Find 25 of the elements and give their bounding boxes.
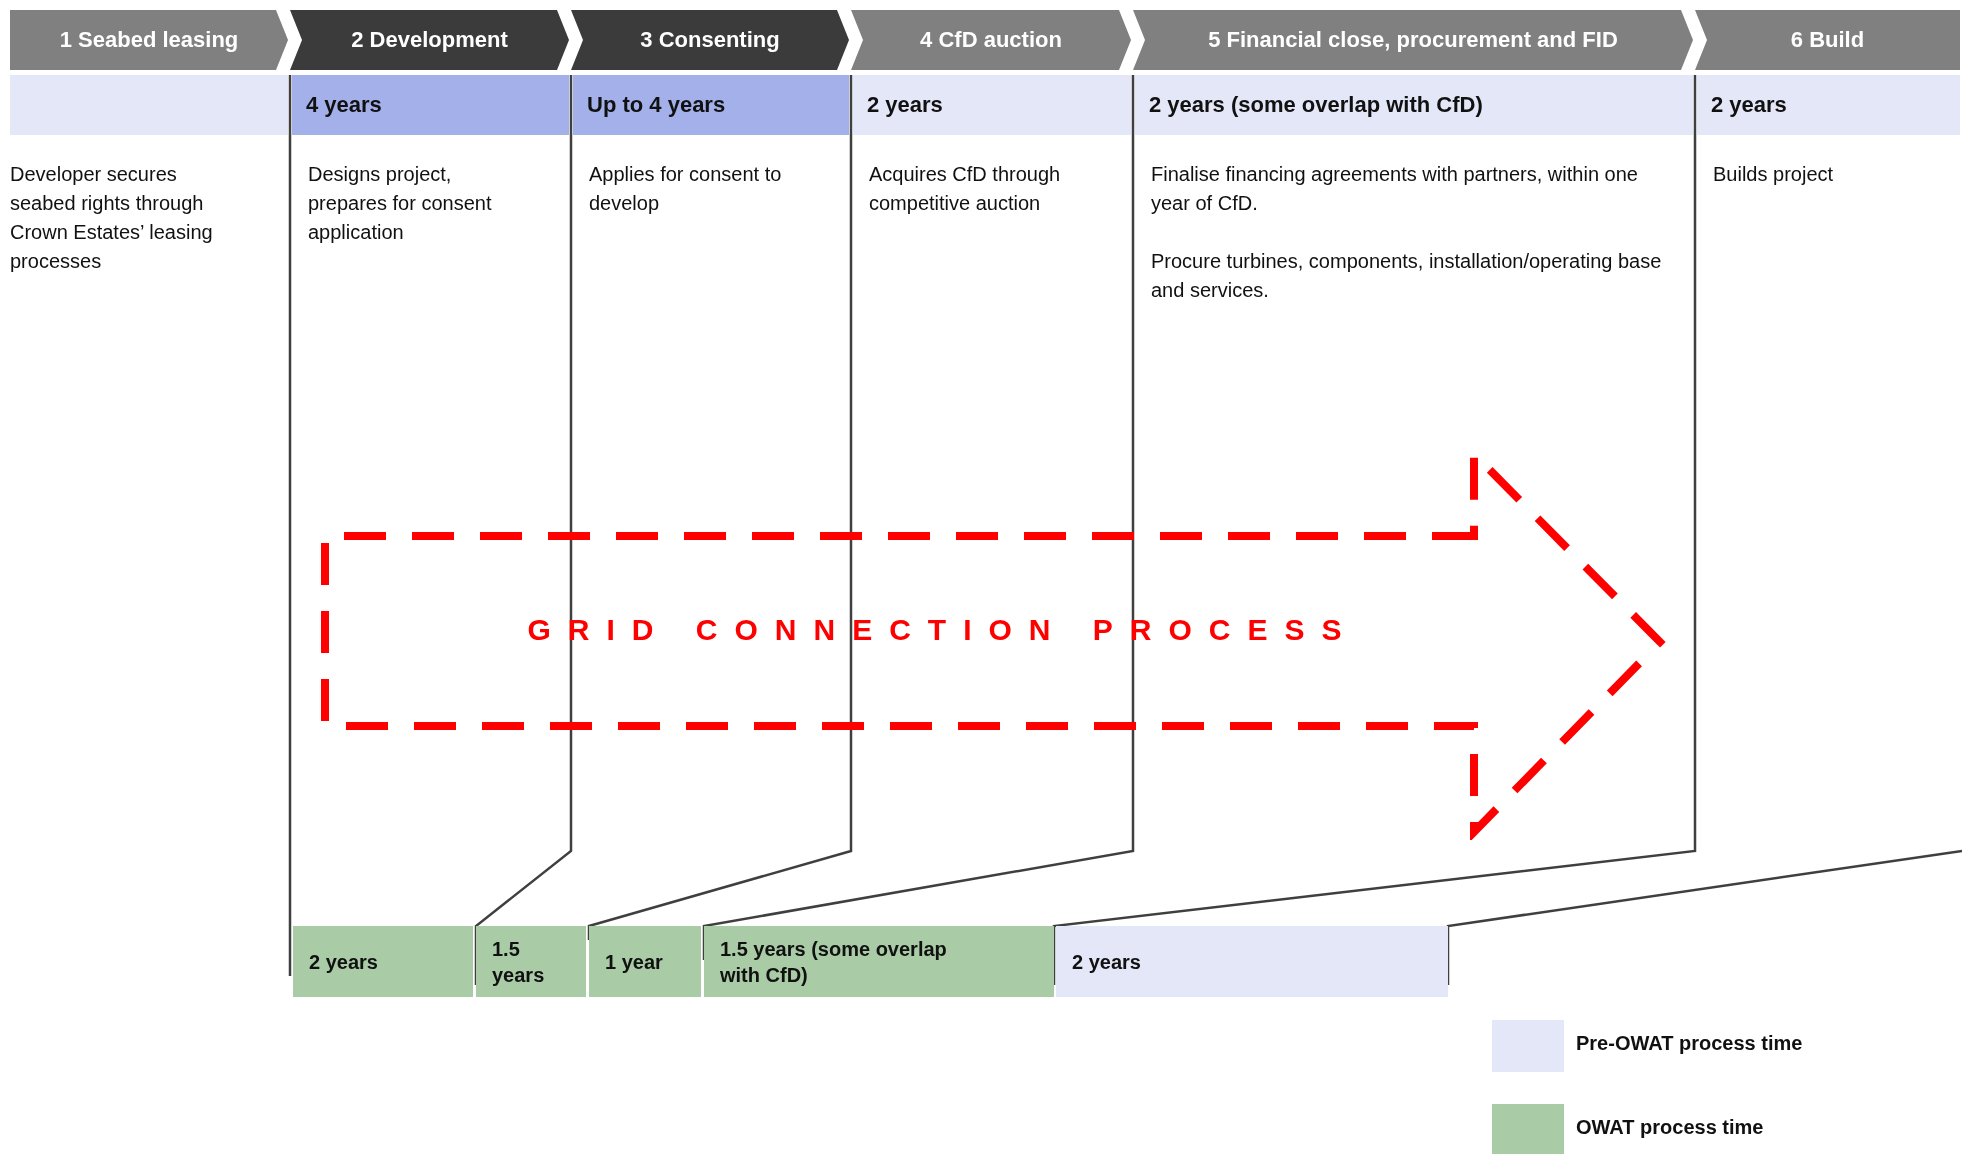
- duration-band: 2 years: [1697, 75, 1960, 135]
- stage-header-banner: 5 Financial close, procurement and FID: [1133, 10, 1693, 70]
- stage-header-banner: 1 Seabed leasing: [10, 10, 288, 70]
- duration-band: 2 years: [853, 75, 1131, 135]
- description-text: Builds project: [1713, 162, 1835, 187]
- description-text: Procure turbines, components, installation/operating base and services.: [1151, 249, 1663, 303]
- stage-header-banner: 2 Development: [290, 10, 569, 70]
- description-text: Developer secures seabed rights through Crown Estates’ leasing processes: [10, 162, 214, 274]
- duration-band: Up to 4 years: [573, 75, 849, 135]
- stage-header-banner: 4 CfD auction: [851, 10, 1131, 70]
- duration-bar: 1.5 years (some overlap with CfD): [704, 926, 1054, 997]
- legend-text: OWAT process time: [1576, 1116, 1764, 1139]
- legend-text: Pre-OWAT process time: [1576, 1032, 1803, 1055]
- duration-bar: 2 years: [293, 926, 473, 997]
- duration-bar: 1.5 years: [476, 926, 586, 997]
- description-text: Designs project, prepares for consent application: [308, 162, 493, 245]
- duration-bar: 2 years: [1056, 926, 1448, 997]
- description-text: Applies for consent to develop: [589, 162, 783, 216]
- description-text: Acquires CfD through competitive auction: [869, 162, 1062, 216]
- stage-header-banner: 6 Build: [1695, 10, 1960, 70]
- description-text: Finalise financing agreements with partners, within one year of CfD.: [1151, 162, 1639, 216]
- duration-band: 2 years (some overlap with CfD): [1135, 75, 1693, 135]
- duration-band: 4 years: [292, 75, 569, 135]
- stage-header-banner: 3 Consenting: [571, 10, 849, 70]
- duration-bar: 1 year: [589, 926, 701, 997]
